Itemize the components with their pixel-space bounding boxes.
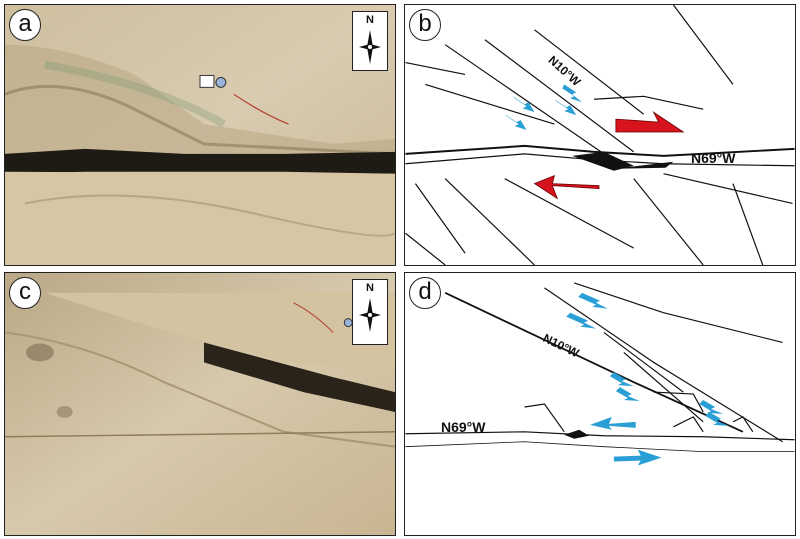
fault-sketch-b (405, 5, 795, 265)
outcrop-photo-c (5, 273, 395, 535)
panel-label-b: b (409, 9, 441, 41)
blue-slip-arrows (504, 84, 583, 131)
photo-panel-a: a N (4, 4, 396, 266)
north-label: N (366, 282, 374, 294)
red-slip-arrows (533, 111, 685, 200)
fault-sketch-d (405, 282, 795, 466)
compass-rose-icon (359, 298, 381, 332)
strike-label-n69w: N69°W (691, 150, 736, 166)
photo-panel-c: c N (4, 272, 396, 536)
panel-label-c: c (9, 277, 41, 309)
sketch-panel-d: d N10°W N69°W (404, 272, 796, 536)
compass-rose-icon (359, 30, 381, 64)
sketch-panel-b: b N10°W N69°W (404, 4, 796, 266)
north-compass-a: N (352, 11, 388, 71)
panel-label-d: d (409, 277, 441, 309)
north-label: N (366, 14, 374, 26)
blue-slip-arrows (566, 292, 730, 466)
strike-label-n69w: N69°W (441, 419, 486, 435)
north-compass-c: N (352, 279, 388, 345)
panel-label-a: a (9, 9, 41, 41)
outcrop-photo-a (5, 5, 395, 265)
